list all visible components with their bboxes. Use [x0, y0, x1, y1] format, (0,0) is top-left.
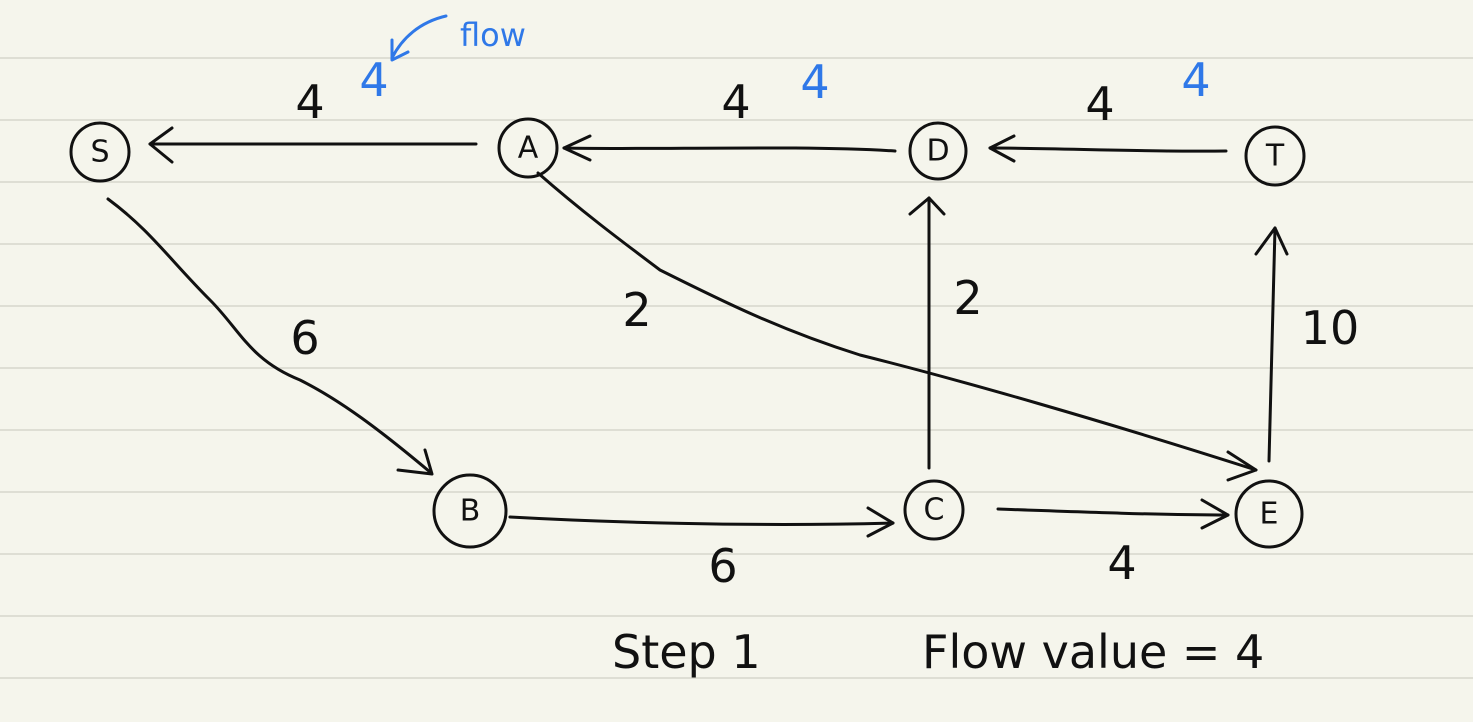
node-s-label: S: [90, 135, 109, 170]
edge-c-e: [996, 498, 1230, 530]
capacity-e-t: 10: [1301, 301, 1360, 355]
flow-annotation-text: flow: [460, 16, 526, 54]
node-d-label: D: [926, 134, 949, 169]
flow-d-a: 4: [800, 55, 829, 109]
node-a-label: A: [518, 131, 539, 166]
node-t-label: T: [1265, 139, 1285, 174]
flow-annotation-arrow: [390, 14, 448, 62]
flow-a-s: 4: [359, 53, 388, 107]
capacity-c-d: 2: [953, 271, 982, 325]
node-a-circle: [497, 117, 559, 179]
capacity-a-s: 4: [295, 75, 324, 129]
node-c-circle: [903, 479, 965, 541]
flow-t-d: 4: [1181, 53, 1210, 107]
edge-a-e: [536, 171, 1258, 482]
edge-e-t: [1254, 226, 1289, 463]
capacity-s-b: 6: [290, 311, 319, 365]
node-d-circle: [908, 121, 968, 181]
edge-s-b: [106, 197, 434, 476]
capacity-a-e: 2: [622, 283, 651, 337]
edge-b-c: [508, 506, 895, 538]
capacity-c-e: 4: [1107, 536, 1136, 590]
node-s-circle: [69, 121, 131, 183]
edge-c-d: [908, 196, 946, 470]
node-b-circle: [432, 473, 508, 549]
node-t-circle: [1244, 125, 1306, 187]
node-c-label: C: [924, 493, 945, 528]
capacity-b-c: 6: [708, 539, 737, 593]
edge-t-d: [988, 134, 1228, 163]
node-e-circle: [1234, 479, 1304, 549]
node-b-label: B: [460, 494, 481, 529]
edge-d-a: [562, 134, 897, 162]
edge-a-s: [148, 126, 478, 164]
node-e-label: E: [1260, 497, 1279, 532]
step-caption: Step 1: [612, 625, 761, 679]
flow-value-caption: Flow value = 4: [922, 625, 1264, 679]
capacity-t-d: 4: [1085, 77, 1114, 131]
capacity-d-a: 4: [721, 75, 750, 129]
